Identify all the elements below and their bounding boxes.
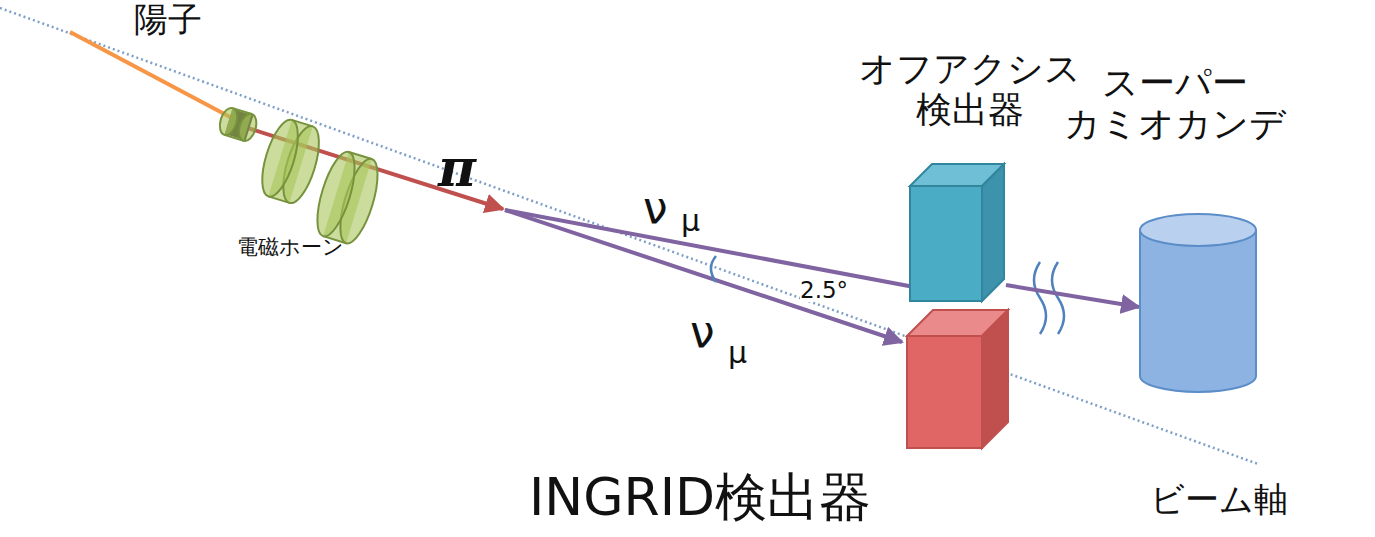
detector-node: オフアクシス 検出器 [850,48,1090,318]
detector-node: 電磁ホーン [200,80,440,270]
diagram-label: ν [643,186,668,230]
node-shape [1138,212,1262,402]
diagram-label: 陽子 [134,2,202,36]
diagram-label: ビーム軸 [1150,482,1288,516]
diagram-label: μ [728,338,747,368]
diagram-label: ν [690,310,715,354]
node-shape [908,162,1018,312]
neutrino-arrow [1006,285,1139,307]
diagram-label: π [438,142,476,194]
distance-break [1034,262,1046,334]
node-shape [200,80,440,230]
beam-axis [0,8,1258,464]
angle-arc [711,256,716,282]
off-axis-neutrino [505,210,930,290]
detector-node: スーパー カミオカンデ [1060,62,1290,402]
distance-break [1052,262,1064,334]
diagram-label: μ [681,206,700,236]
node-label: 電磁ホーン [220,235,360,259]
proton-beam [70,32,232,118]
diagram-label: 2.5° [800,279,848,302]
node-label: スーパー カミオカンデ [1060,62,1290,145]
node-label: オフアクシス 検出器 [850,48,1090,131]
node-label: INGRID検出器 [420,468,980,528]
node-shape [905,308,1015,458]
